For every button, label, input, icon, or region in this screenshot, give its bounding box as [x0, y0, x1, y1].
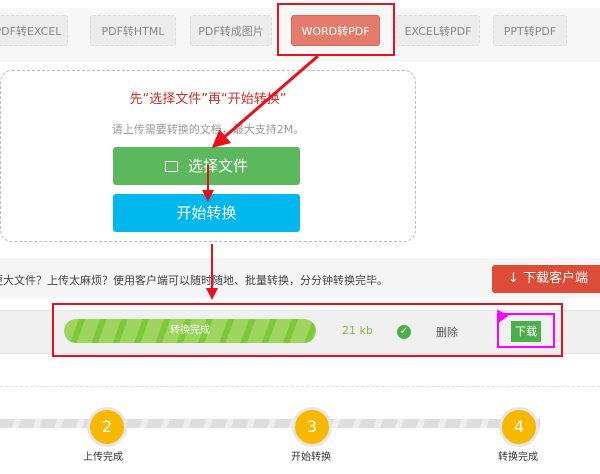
tab-ppt-to-pdf[interactable]: PPT转PDF	[493, 15, 567, 46]
download-client-label: 下载客户端	[523, 271, 589, 286]
step-label: 转换完成	[498, 452, 538, 463]
download-arrow-icon: ↓	[508, 271, 524, 286]
folder-icon	[164, 161, 178, 172]
tab-pdf-to-image[interactable]: PDF转成图片	[190, 15, 272, 46]
arrow-4	[496, 309, 509, 323]
tab-word-to-pdf[interactable]: WORD转PDF	[291, 15, 380, 46]
step-circle: 4	[499, 407, 539, 447]
tab-pdf-to-html[interactable]: PDF转HTML	[90, 15, 176, 46]
annotation-box-row	[52, 303, 563, 357]
upload-hint: 先“选择文件”再“开始转换”	[129, 92, 287, 107]
annotation-box-tab	[277, 3, 395, 56]
check-icon: ✓	[397, 325, 411, 339]
divider	[0, 386, 600, 387]
steps-track	[0, 419, 540, 428]
tab-excel-to-pdf[interactable]: EXCEL转PDF	[396, 15, 480, 46]
download-button[interactable]: 下载	[511, 321, 541, 342]
select-file-label: 选择文件	[187, 157, 248, 175]
annotation-box-download	[497, 313, 555, 348]
step-label: 开始转换	[291, 452, 331, 463]
select-file-button[interactable]: 选择文件	[113, 147, 300, 185]
step-circle: 2	[87, 407, 127, 447]
step-circle: 3	[292, 407, 332, 447]
client-promo-text: 更大文件？上传太麻烦？使用客户端可以随时随地、批量转换，分分钟转换完毕。	[0, 274, 388, 287]
upload-area[interactable]	[0, 70, 416, 242]
tab-pdf-to-excel[interactable]: PDF转EXCEL	[0, 15, 68, 46]
arrow-1	[211, 54, 319, 148]
progress-bar: 转换完成	[64, 319, 316, 343]
upload-subtext: 请上传需要转换的文档，最大支持2M。	[111, 123, 305, 136]
file-size: 21 kb	[342, 324, 373, 337]
download-client-button[interactable]: ↓ 下载客户端	[492, 265, 600, 293]
delete-link[interactable]: 删除	[436, 326, 458, 339]
step-label: 上传完成	[83, 452, 123, 463]
